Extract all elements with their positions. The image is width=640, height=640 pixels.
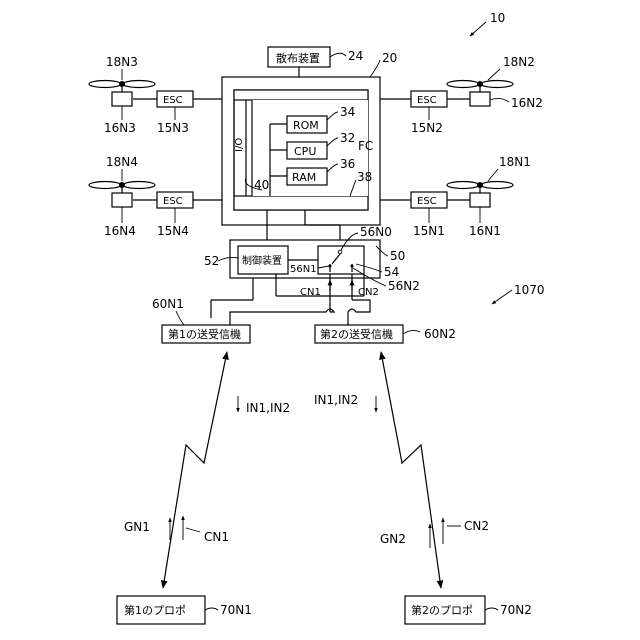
sw0-ref: 56N0 — [360, 225, 392, 239]
esc-n1-ref: 15N1 — [413, 224, 445, 238]
motor-n1 — [470, 193, 490, 207]
unit-ref: 50 — [390, 249, 405, 263]
rom-ref: 34 — [340, 105, 355, 119]
transceiver-1-label: 第1の送受信機 — [168, 327, 241, 341]
ref-main: 10 — [490, 11, 505, 25]
motor-n2 — [470, 92, 490, 106]
fc-label: FC — [358, 139, 373, 153]
link-2-gn: GN2 — [380, 532, 406, 546]
esc-n4-ref: 15N4 — [157, 224, 189, 238]
io-ref: 40 — [254, 178, 269, 192]
transceiver-2-label: 第2の送受信機 — [320, 327, 393, 341]
controller-label: 制御装置 — [242, 254, 282, 267]
controller-ref: 52 — [204, 254, 219, 268]
cn2-label: CN2 — [358, 287, 379, 298]
motor-n1-ref: 16N1 — [469, 224, 501, 238]
transceiver-1-ref: 60N1 — [152, 297, 184, 311]
cn1-label: CN1 — [300, 287, 321, 298]
motor-n3-ref: 16N3 — [104, 121, 136, 135]
propeller-n3-icon — [89, 81, 121, 88]
ram-label: RAM — [292, 171, 316, 184]
fc-bus-bottom — [234, 196, 368, 210]
ram-ref: 36 — [340, 157, 355, 171]
motor-n4 — [112, 193, 132, 207]
cpu-ref: 32 — [340, 131, 355, 145]
wireless-link-1 — [163, 352, 227, 588]
link-1-down: IN1,IN2 — [246, 401, 290, 415]
wireless-link-2 — [381, 352, 441, 588]
motor-n4-ref: 16N4 — [104, 224, 136, 238]
motor-n3 — [112, 92, 132, 106]
prop-n2-ref: 18N2 — [503, 55, 535, 69]
link-2-down: IN1,IN2 — [314, 393, 358, 407]
propo-1-ref: 70N1 — [220, 603, 252, 617]
prop-n3-ref: 18N3 — [106, 55, 138, 69]
io-label: I/O — [234, 138, 245, 152]
fc-bus-top — [234, 90, 368, 100]
propeller-n2-icon — [447, 81, 479, 88]
propeller-n4-icon — [89, 182, 121, 189]
link-2-cn: CN2 — [464, 519, 489, 533]
motor-n2-ref: 16N2 — [511, 96, 543, 110]
switch-ref: 54 — [384, 265, 399, 279]
frame-ref: 20 — [382, 51, 397, 65]
prop-n4-ref: 18N4 — [106, 155, 138, 169]
esc-n3-label: ESC — [163, 95, 183, 106]
link-1-gn: GN1 — [124, 520, 150, 534]
spreader-label: 散布装置 — [276, 51, 320, 65]
link-1-cn: CN1 — [204, 530, 229, 544]
esc-n2-label: ESC — [417, 95, 437, 106]
esc-n2-ref: 15N2 — [411, 121, 443, 135]
propo-1-label: 第1のプロポ — [124, 603, 186, 617]
sw2-ref: 56N2 — [388, 279, 420, 293]
esc-n1-label: ESC — [417, 196, 437, 207]
spreader-ref: 24 — [348, 49, 363, 63]
prop-n1-ref: 18N1 — [499, 155, 531, 169]
ref-system: 1070 — [514, 283, 545, 297]
bus-ref: 38 — [357, 170, 372, 184]
sw1-ref: 56N1 — [290, 264, 317, 275]
propeller-n1-icon — [447, 182, 479, 189]
esc-n3-ref: 15N3 — [157, 121, 189, 135]
rom-label: ROM — [293, 119, 319, 132]
transceiver-2-ref: 60N2 — [424, 327, 456, 341]
propo-2-label: 第2のプロポ — [411, 603, 473, 617]
propo-2-ref: 70N2 — [500, 603, 532, 617]
esc-n4-label: ESC — [163, 196, 183, 207]
cpu-label: CPU — [294, 145, 316, 158]
